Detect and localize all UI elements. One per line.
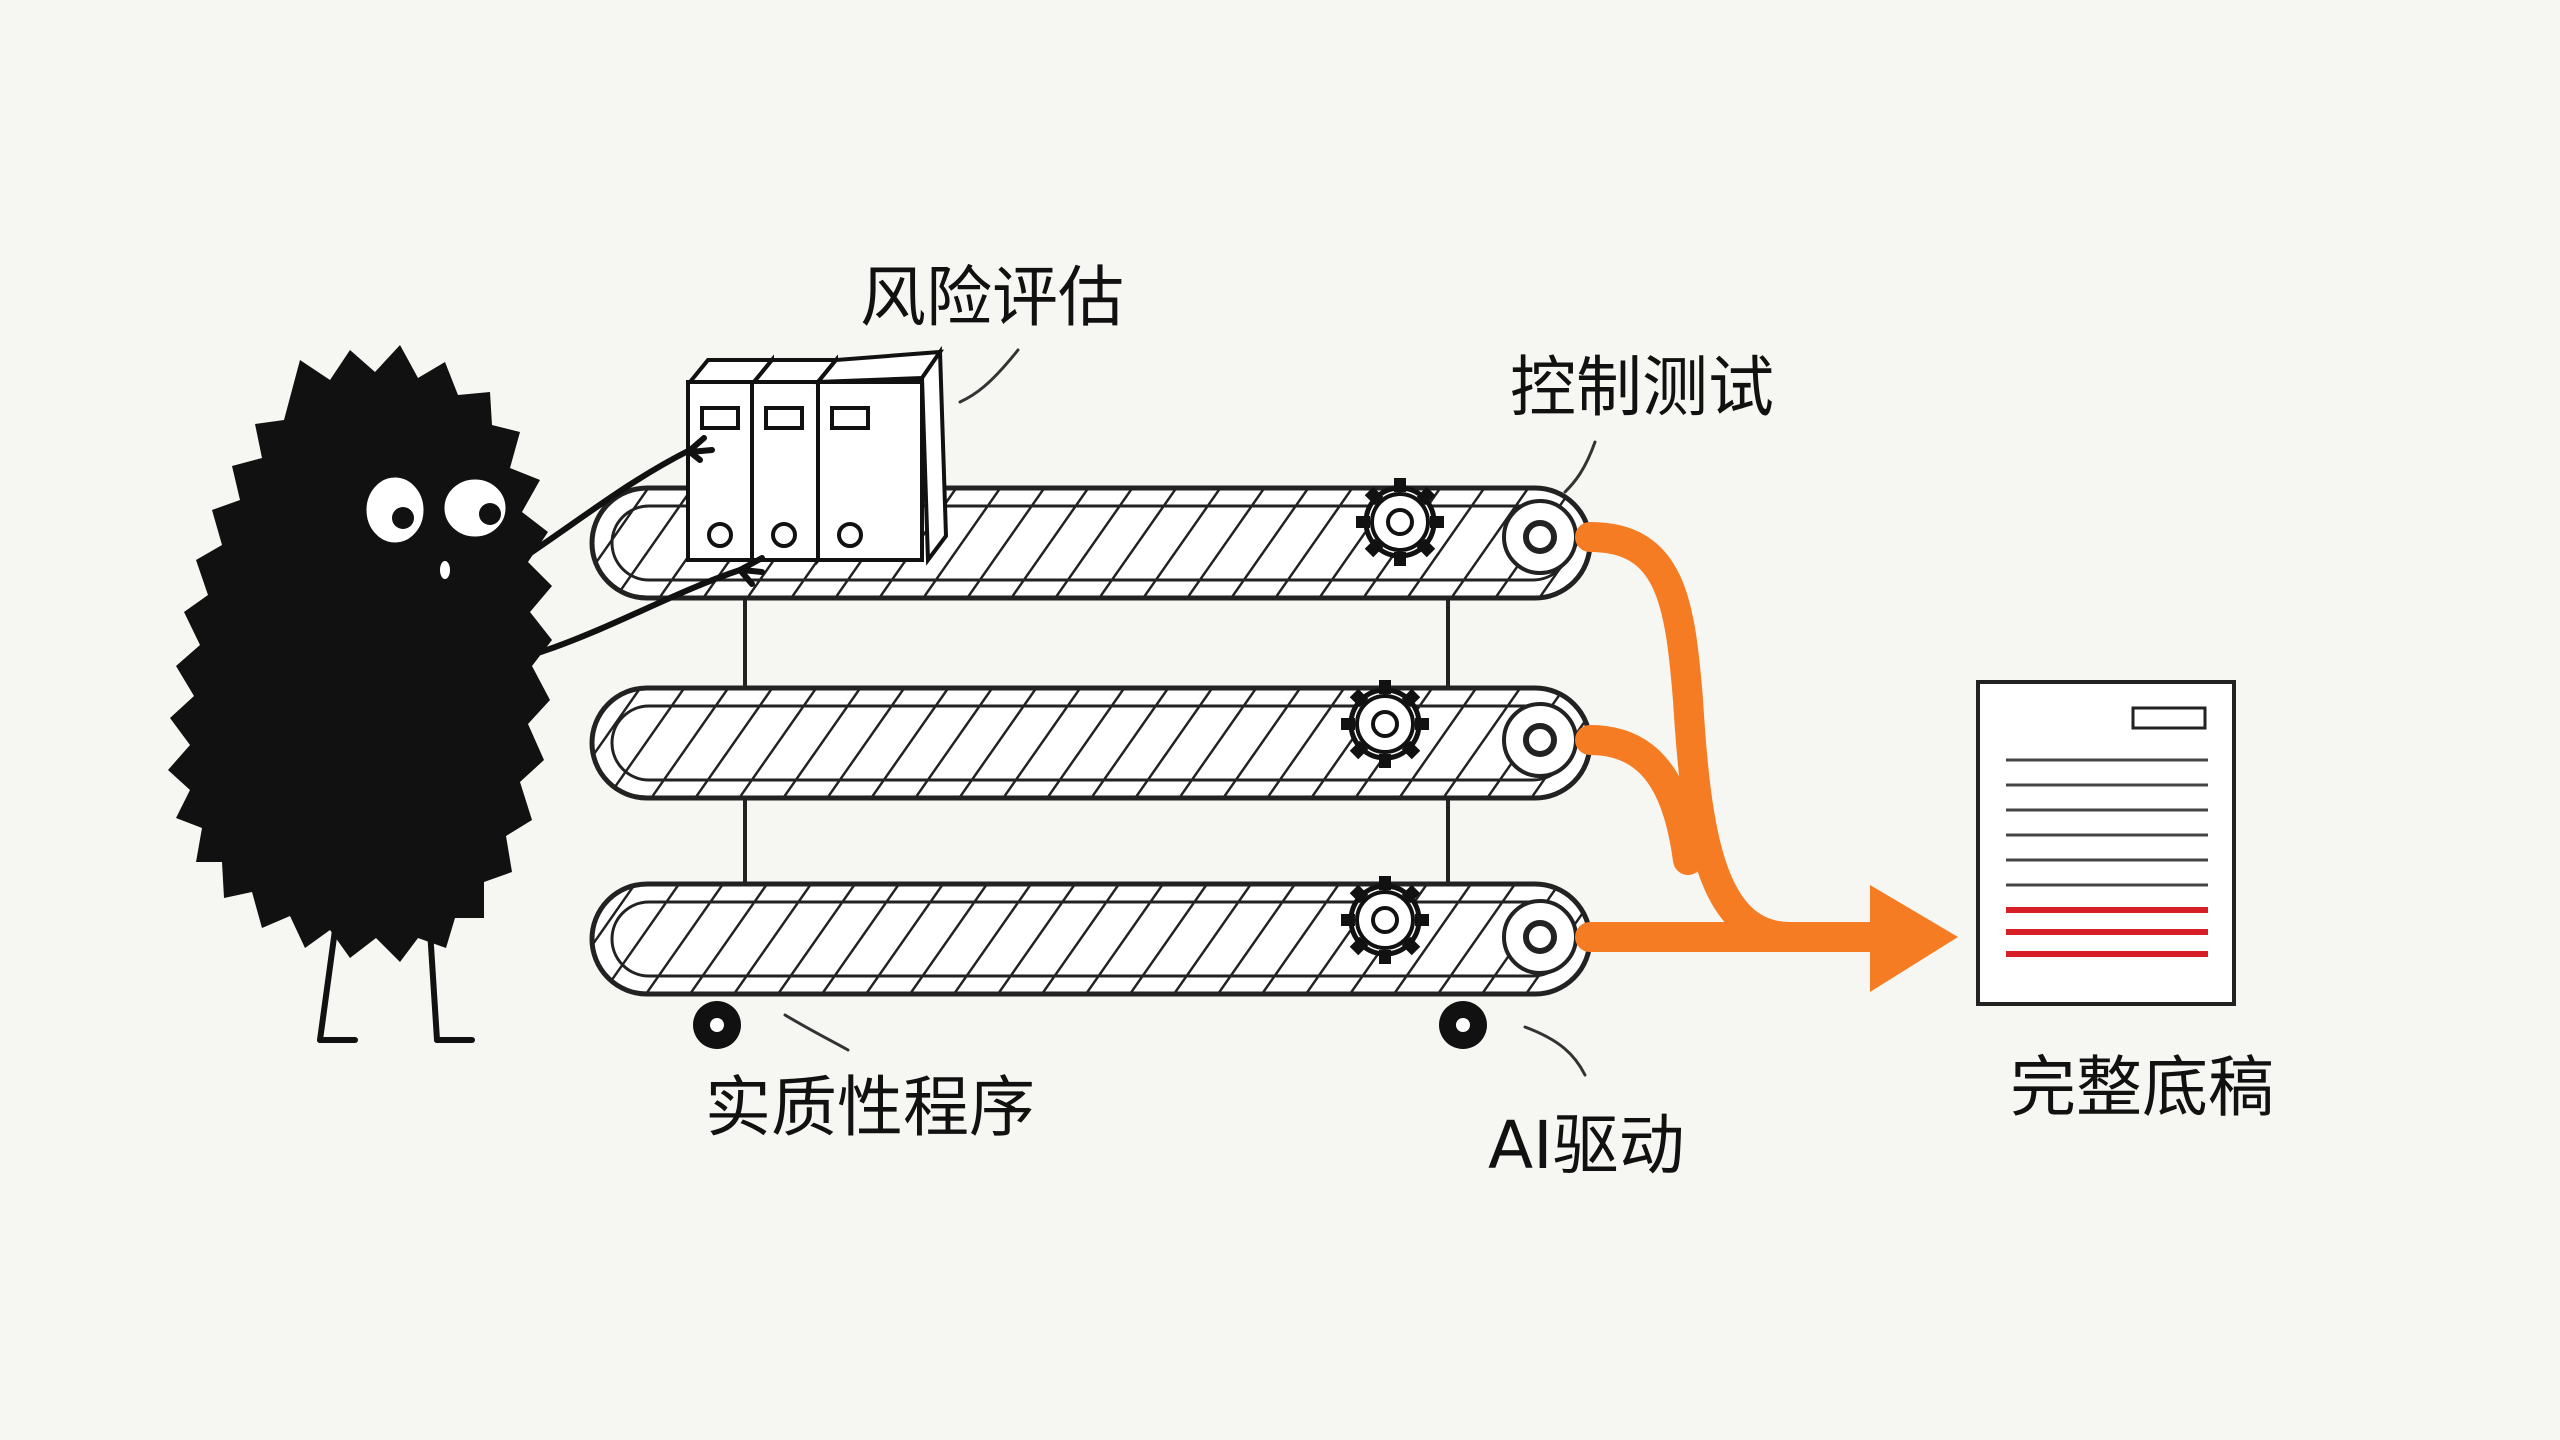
conveyor-belt-bottom [589,881,1593,997]
flow-arrows [1575,522,1895,952]
gear-icon [1341,876,1429,964]
label-ai-driven: AI驱动 [1488,1107,1685,1184]
wheel-icon [693,1001,1487,1049]
arrow-head-icon [1870,885,1958,992]
leader-lines [783,348,1597,1077]
gear-icon [1356,478,1444,566]
label-control-testing: 控制测试 [1510,349,1774,426]
binder-icon [685,345,949,566]
furry-creature-icon [168,345,765,1043]
label-complete-draft: 完整底稿 [2010,1049,2274,1126]
document-icon [1976,680,2236,1006]
gear-icon [1341,680,1429,768]
label-substantive-procedures: 实质性程序 [705,1069,1035,1146]
conveyor-belt-middle [589,685,1593,801]
label-risk-assessment: 风险评估 [860,259,1124,336]
pulley-icon [1502,499,1578,975]
